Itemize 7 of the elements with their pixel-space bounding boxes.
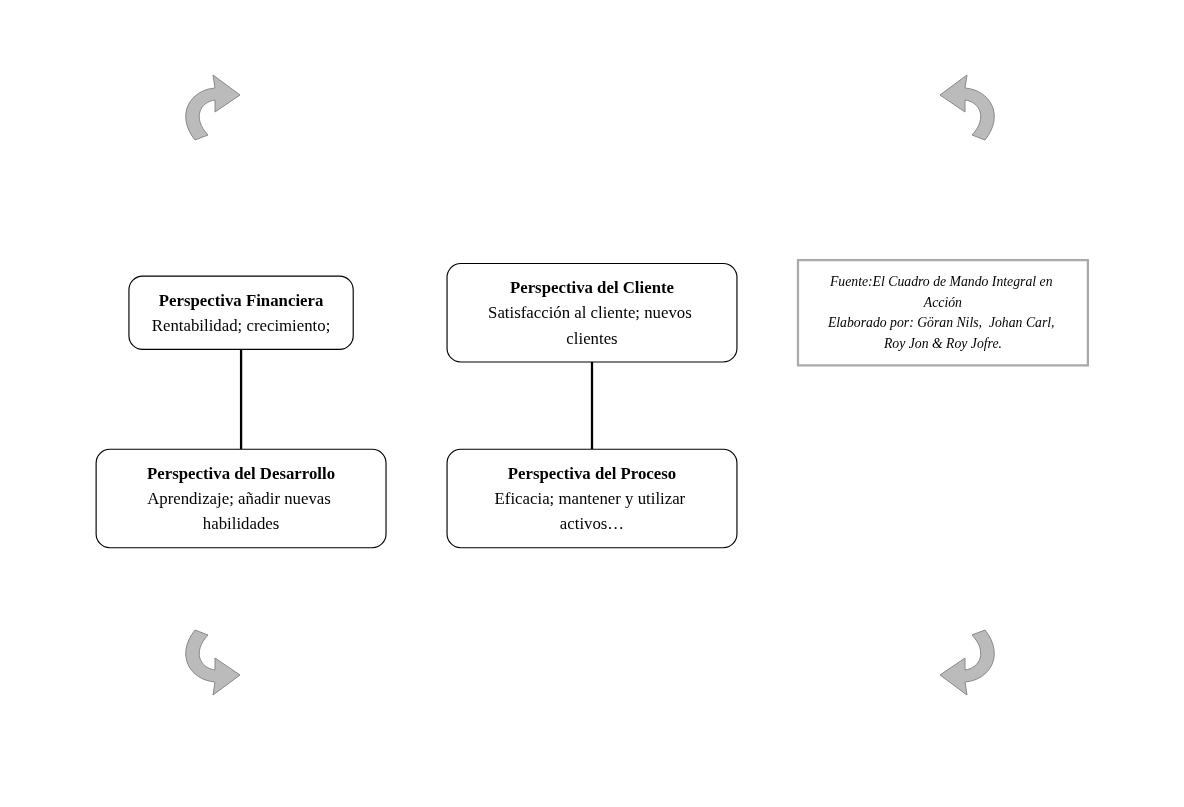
node-box: Fuente:El Cuadro de Mando Integral en Acción Elaborado por: Göran Nils, Johan Carl, Roy Jon & Roy Jofre. bbox=[796, 258, 1089, 367]
node-box: Perspectiva del Proceso Eficacia; mantener y utilizar activos… bbox=[446, 448, 738, 548]
connector bbox=[590, 361, 594, 449]
node-box: Perspectiva del Desarrollo Aprendizaje; añadir nuevas habilidades bbox=[95, 448, 387, 548]
node-box: Perspectiva del Cliente Satisfacción al cliente; nuevos clientes bbox=[446, 262, 738, 363]
node-box: Perspectiva Financiera Rentabilidad; crecimiento; bbox=[128, 275, 354, 350]
connector bbox=[239, 348, 243, 449]
